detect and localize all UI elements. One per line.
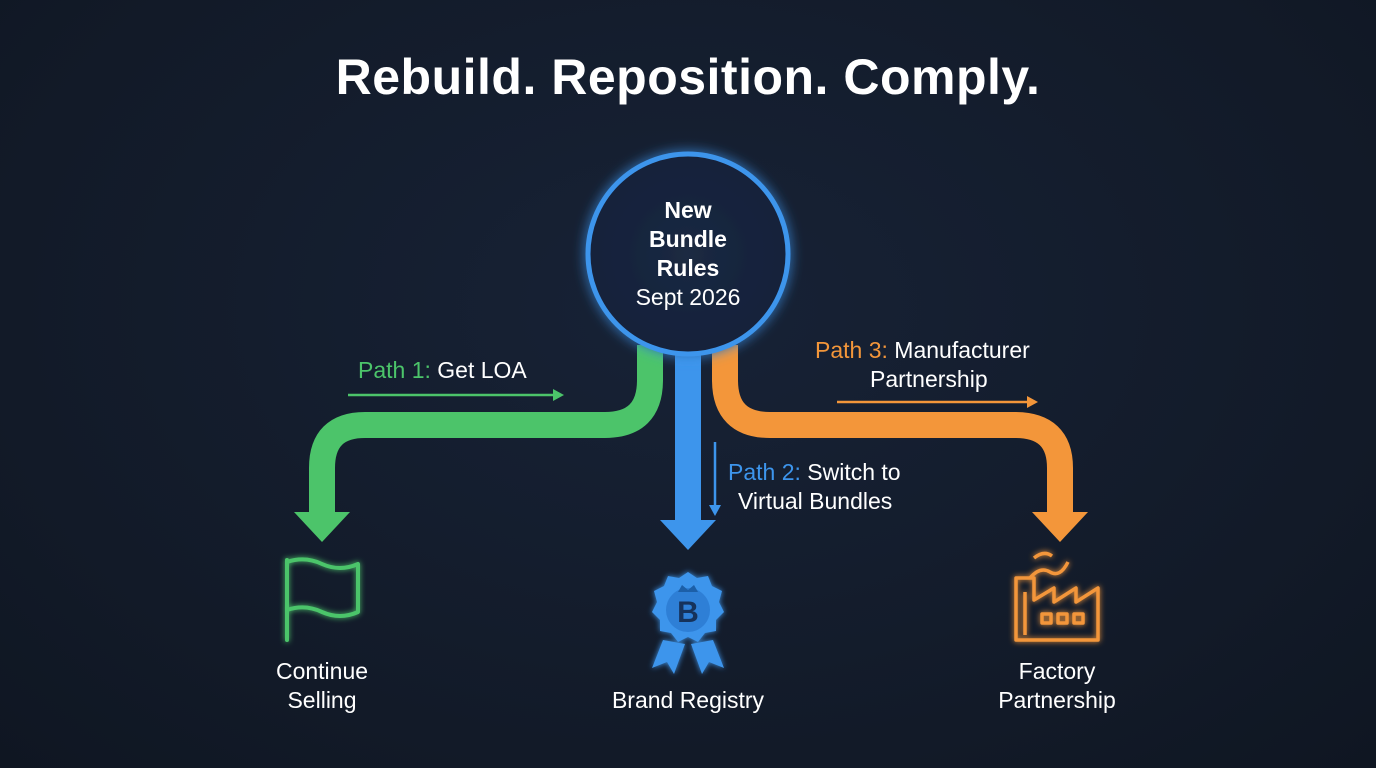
hub-label: New Bundle Rules Sept 2026 — [588, 196, 788, 312]
path-3-label: Path 3: Manufacturer Partnership — [815, 336, 1030, 394]
path-3-prefix: Path 3: — [815, 337, 888, 363]
factory-icon — [1014, 551, 1100, 642]
path-3-direction-arrow — [837, 396, 1038, 408]
path-3-arrow — [712, 345, 1088, 542]
outcome-3-line2: Partnership — [998, 687, 1116, 713]
path-2-text-line1: Switch to — [807, 459, 901, 485]
path-1-direction-arrow — [348, 389, 564, 401]
outcome-1-line1: Continue — [275, 658, 369, 684]
badge-letter: B — [677, 596, 699, 629]
hub-date: Sept 2026 — [635, 284, 741, 310]
outcome-3-line1: Factory — [1018, 658, 1096, 684]
path-1-arrow — [294, 345, 663, 542]
hub-title: New Bundle Rules — [649, 197, 727, 281]
outcome-continue-selling: Continue Selling — [212, 657, 432, 715]
outcome-2-label: Brand Registry — [611, 687, 765, 713]
path-3-text-line2: Partnership — [870, 366, 988, 392]
path-3-text-line1: Manufacturer — [894, 337, 1030, 363]
path-1-prefix: Path 1: — [358, 357, 431, 383]
path-2-prefix: Path 2: — [728, 459, 801, 485]
path-2-direction-arrow — [709, 442, 721, 516]
diagram-title: Rebuild. Reposition. Comply. — [335, 49, 1041, 105]
outcome-factory-partnership: Factory Partnership — [947, 657, 1167, 715]
path-1-text: Get LOA — [437, 357, 527, 383]
outcome-brand-registry: Brand Registry — [578, 686, 798, 715]
path-2-text-line2: Virtual Bundles — [738, 488, 893, 514]
path-2-arrow — [660, 345, 716, 550]
path-2-label: Path 2: Switch to Virtual Bundles — [728, 458, 901, 516]
badge-icon: B — [652, 572, 724, 674]
path-1-label: Path 1: Get LOA — [358, 356, 527, 385]
outcome-1-line2: Selling — [287, 687, 357, 713]
flag-icon — [285, 557, 360, 642]
hub-circle — [585, 151, 791, 357]
